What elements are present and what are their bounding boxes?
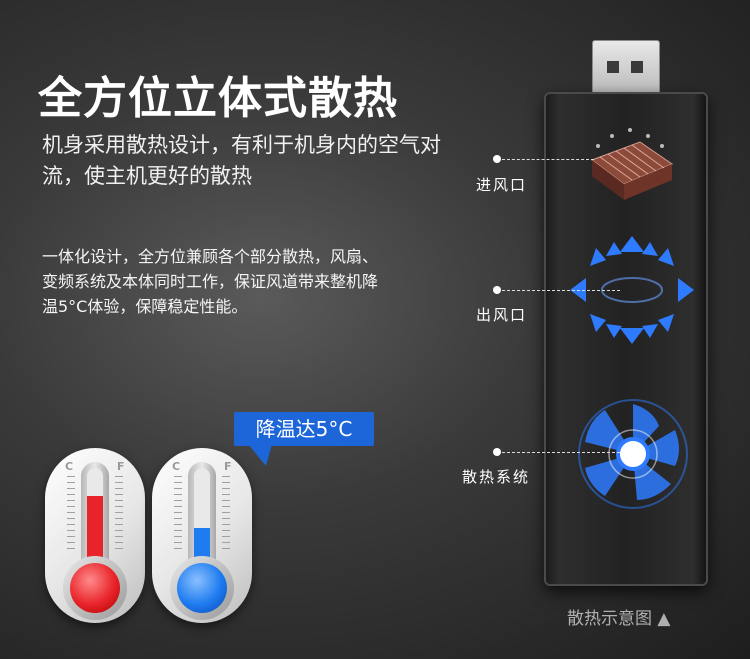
- badge-tail: [247, 444, 281, 466]
- inlet-dot: [493, 155, 501, 163]
- cooling-badge: 降温达5°C: [234, 412, 374, 446]
- cold-thermometer-icon: C F: [152, 448, 252, 623]
- celsius-label: C: [65, 460, 74, 473]
- headline: 全方位立体式散热: [38, 73, 398, 124]
- fan-icon: [578, 399, 688, 509]
- outlet-leader: [502, 290, 620, 291]
- airflow-arrows-icon: [570, 236, 694, 344]
- outlet-dot: [493, 286, 501, 294]
- cooling-dot: [493, 448, 501, 456]
- hot-thermometer-icon: C F: [45, 448, 145, 623]
- fahrenheit-label: F: [117, 460, 125, 473]
- cooling-label: 散热系统: [462, 468, 531, 486]
- cooling-leader: [502, 452, 620, 453]
- description: 一体化设计，全方位兼顾各个部分散热，风扇、变频系统及本体同时工作，保证风道带来整…: [42, 247, 379, 316]
- inlet-label: 进风口: [476, 176, 528, 194]
- fahrenheit-label: F: [224, 460, 232, 473]
- outlet-label: 出风口: [476, 306, 528, 324]
- heatsink-icon: [590, 128, 674, 200]
- usb-plug-icon: [592, 40, 660, 98]
- celsius-label: C: [172, 460, 181, 473]
- inlet-leader: [502, 159, 594, 160]
- subtitle: 机身采用散热设计，有利于机身内的空气对流，使主机更好的散热: [42, 133, 441, 188]
- diagram-caption: 散热示意图 ▲: [567, 609, 671, 629]
